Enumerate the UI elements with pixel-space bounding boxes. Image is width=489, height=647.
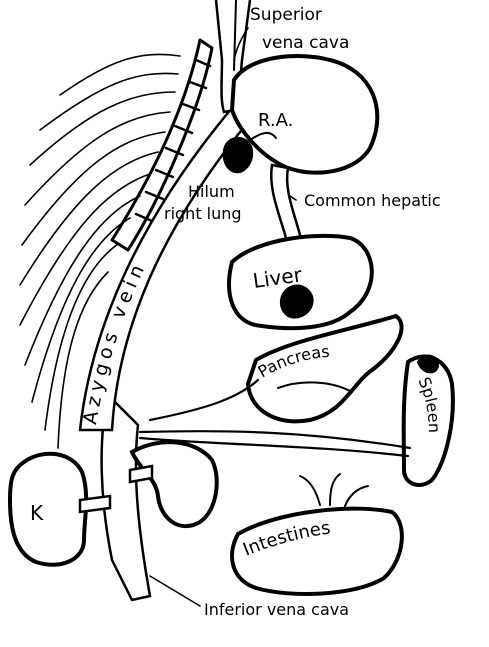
label-superior: Superior xyxy=(250,5,322,25)
label-vena-cava-top: vena cava xyxy=(262,33,349,53)
label-right-atrium: R.A. xyxy=(258,110,293,131)
duodenal-mass xyxy=(130,442,217,526)
label-hilum: Hilum xyxy=(188,182,235,201)
common-hepatic-vein xyxy=(271,165,302,245)
label-right-lung: right lung xyxy=(164,204,242,223)
label-inferior-vena-cava: Inferior vena cava xyxy=(204,600,349,619)
kidney xyxy=(10,454,110,565)
label-common-hepatic: Common hepatic xyxy=(304,191,441,210)
label-kidney: K xyxy=(30,501,44,525)
right-atrium xyxy=(232,56,377,173)
